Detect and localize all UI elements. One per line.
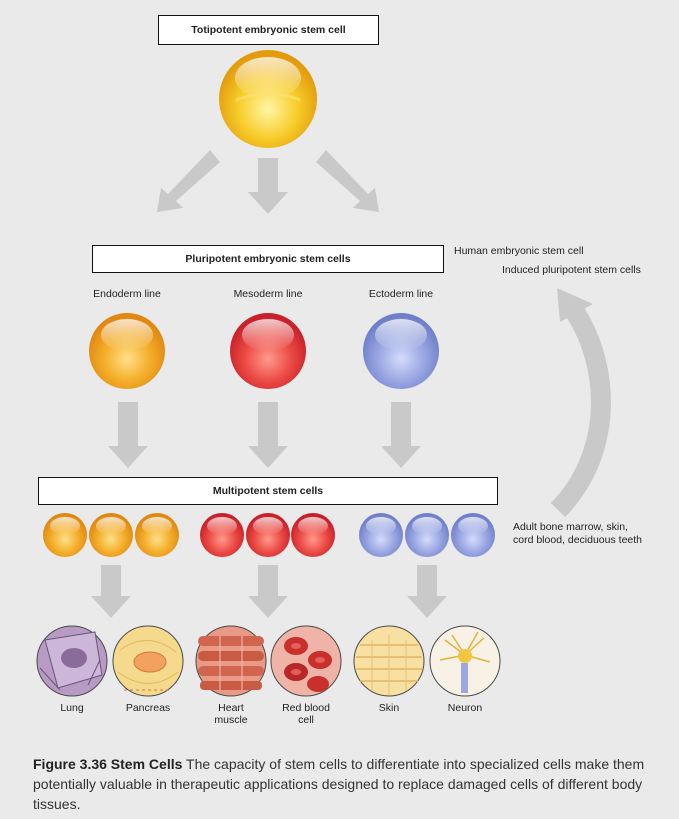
heart-muscle-label: Heart muscle xyxy=(196,702,266,726)
mesoderm-cell-icon xyxy=(230,313,306,389)
adult-sources-line-2: cord blood, deciduous teeth xyxy=(513,534,643,546)
adult-sources-label: Adult bone marrow, skin, cord blood, dec… xyxy=(513,521,642,547)
neuron-label: Neuron xyxy=(447,702,483,714)
red-blood-cell-line-2: cell xyxy=(298,714,314,726)
multipotent-endoderm-cells-icon xyxy=(43,513,179,557)
mesoderm-line-label: Mesoderm line xyxy=(233,288,303,300)
figure-caption: Figure 3.36 Stem Cells The capacity of s… xyxy=(33,754,663,814)
totipotent-box: Totipotent embryonic stem cell xyxy=(158,15,379,45)
endoderm-line-label: Endoderm line xyxy=(93,288,161,300)
pluripotent-box: Pluripotent embryonic stem cells xyxy=(92,245,444,273)
skin-tissue-icon xyxy=(353,625,425,697)
curved-arrow-icon xyxy=(550,288,611,518)
neuron-tissue-icon xyxy=(429,625,501,697)
heart-muscle-tissue-icon xyxy=(195,625,267,697)
pancreas-label: Pancreas xyxy=(125,702,171,714)
ectoderm-line-label: Ectoderm line xyxy=(368,288,434,300)
red-blood-cell-label: Red blood cell xyxy=(271,702,341,726)
arrow-to-multipotent-icon xyxy=(108,402,421,468)
skin-label: Skin xyxy=(378,702,400,714)
induced-pluripotent-label: Induced pluripotent stem cells xyxy=(502,264,641,276)
multipotent-box: Multipotent stem cells xyxy=(38,477,498,505)
pancreas-tissue-icon xyxy=(112,625,184,697)
caption-text: The capacity of stem cells to differenti… xyxy=(33,756,645,812)
arrow-to-tissues-icon xyxy=(91,565,447,618)
ectoderm-cell-icon xyxy=(363,313,439,389)
heart-muscle-line-1: Heart xyxy=(218,702,244,714)
arrow-to-pluripotent-icon xyxy=(157,150,379,214)
adult-sources-line-1: Adult bone marrow, skin, xyxy=(513,521,628,533)
lung-label: Lung xyxy=(60,702,84,714)
caption-label: Figure 3.36 Stem Cells xyxy=(33,756,183,772)
totipotent-cell-icon xyxy=(219,50,317,148)
multipotent-ectoderm-cells-icon xyxy=(359,513,495,557)
human-embryonic-label: Human embryonic stem cell xyxy=(454,245,584,257)
endoderm-cell-icon xyxy=(89,313,165,389)
heart-muscle-line-2: muscle xyxy=(214,714,248,726)
lung-tissue-icon xyxy=(36,625,108,697)
red-blood-cell-line-1: Red blood xyxy=(282,702,330,714)
red-blood-cell-tissue-icon xyxy=(270,625,342,697)
multipotent-mesoderm-cells-icon xyxy=(200,513,335,557)
